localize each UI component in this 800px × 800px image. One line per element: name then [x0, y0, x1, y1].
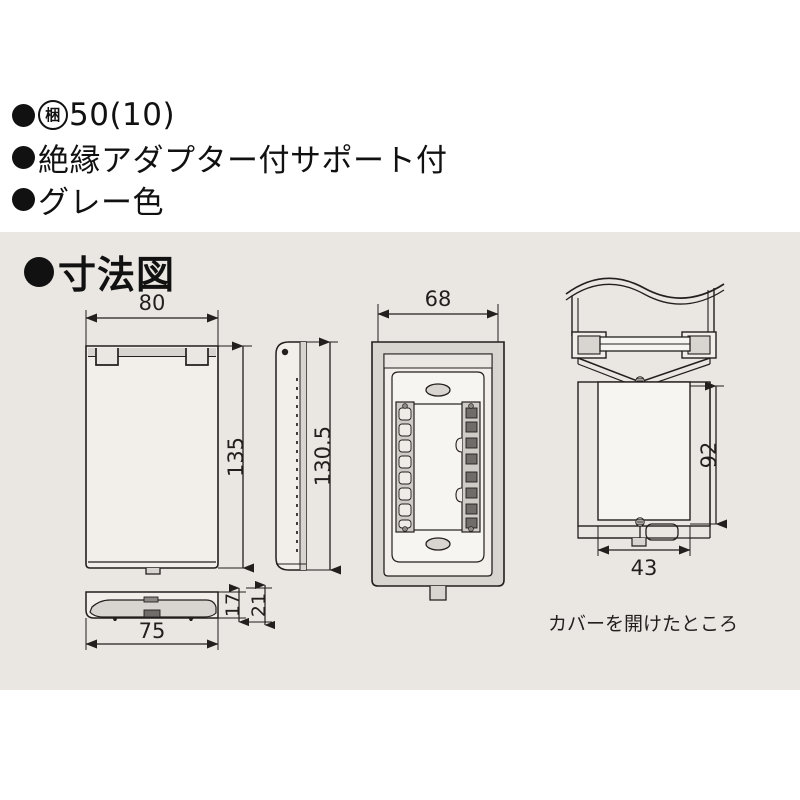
dimension-drawing-panel: 寸法図	[0, 232, 800, 690]
drawing-area: 80 135 130.5 75 17 21 68 92 43 カバーを開けたとこ…	[0, 232, 800, 690]
dimension-label-front-width: 80	[139, 291, 166, 315]
spec-line-adapter-text: 絶縁アダプター付サポート付	[38, 142, 448, 179]
panel-heading: 寸法図	[24, 244, 175, 299]
circled-kon-icon: 梱	[38, 100, 68, 130]
dimension-label-bottom-inner-height: 17	[222, 593, 244, 617]
spec-line-packing: 梱 50(10)	[12, 94, 772, 136]
dimension-label-cover-open-height: 92	[697, 442, 721, 469]
dimension-label-bottom-outer-height: 21	[248, 593, 270, 617]
spec-line-color-text: グレー色	[38, 184, 164, 221]
dimension-label-front-height: 135	[224, 437, 248, 477]
interior-view-drawing	[371, 304, 505, 601]
spec-line-color: グレー色	[12, 178, 772, 221]
bullet-icon	[12, 187, 35, 211]
front-view-drawing	[85, 310, 255, 575]
dimension-label-side-height: 130.5	[311, 426, 335, 486]
right-rail	[455, 401, 481, 533]
dimension-label-cover-open-width: 43	[631, 556, 658, 580]
bullet-icon	[24, 256, 54, 287]
bottom-view-drawing	[85, 580, 276, 650]
dimension-label-bottom-width: 75	[139, 619, 166, 643]
spec-line-packing-text: 50(10)	[69, 97, 176, 133]
side-view-drawing	[275, 337, 342, 575]
cover-open-view-drawing	[565, 277, 728, 556]
left-rail	[395, 401, 415, 533]
spec-line-adapter: 絶縁アダプター付サポート付	[12, 136, 772, 179]
bullet-icon	[12, 103, 35, 127]
bullet-icon	[12, 145, 35, 169]
spec-list: 梱 50(10) 絶縁アダプター付サポート付 グレー色	[12, 94, 772, 221]
dimension-label-interior-width: 68	[425, 287, 452, 311]
cover-open-view-caption: カバーを開けたところ	[548, 613, 738, 635]
panel-heading-text: 寸法図	[58, 253, 176, 297]
